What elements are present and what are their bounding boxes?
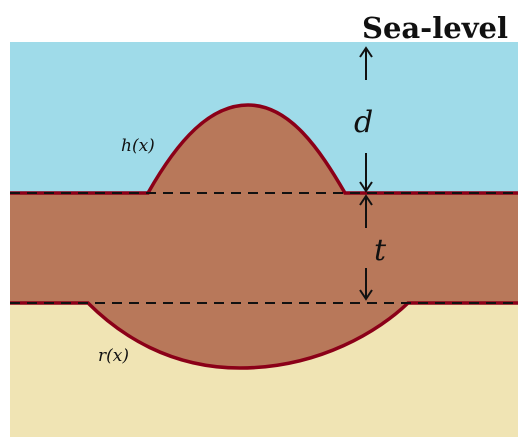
crust-band: [10, 193, 518, 303]
r-function-label: r(x): [98, 346, 129, 366]
h-function-label: h(x): [121, 136, 155, 156]
depth-arrow: [359, 46, 373, 193]
thickness-arrow: [359, 194, 373, 301]
sea-level-label: Sea-level: [362, 11, 508, 45]
thickness-label: t: [374, 233, 387, 268]
root-outline: [10, 301, 518, 370]
depth-label: d: [354, 105, 373, 140]
surface-outline: [10, 103, 518, 195]
